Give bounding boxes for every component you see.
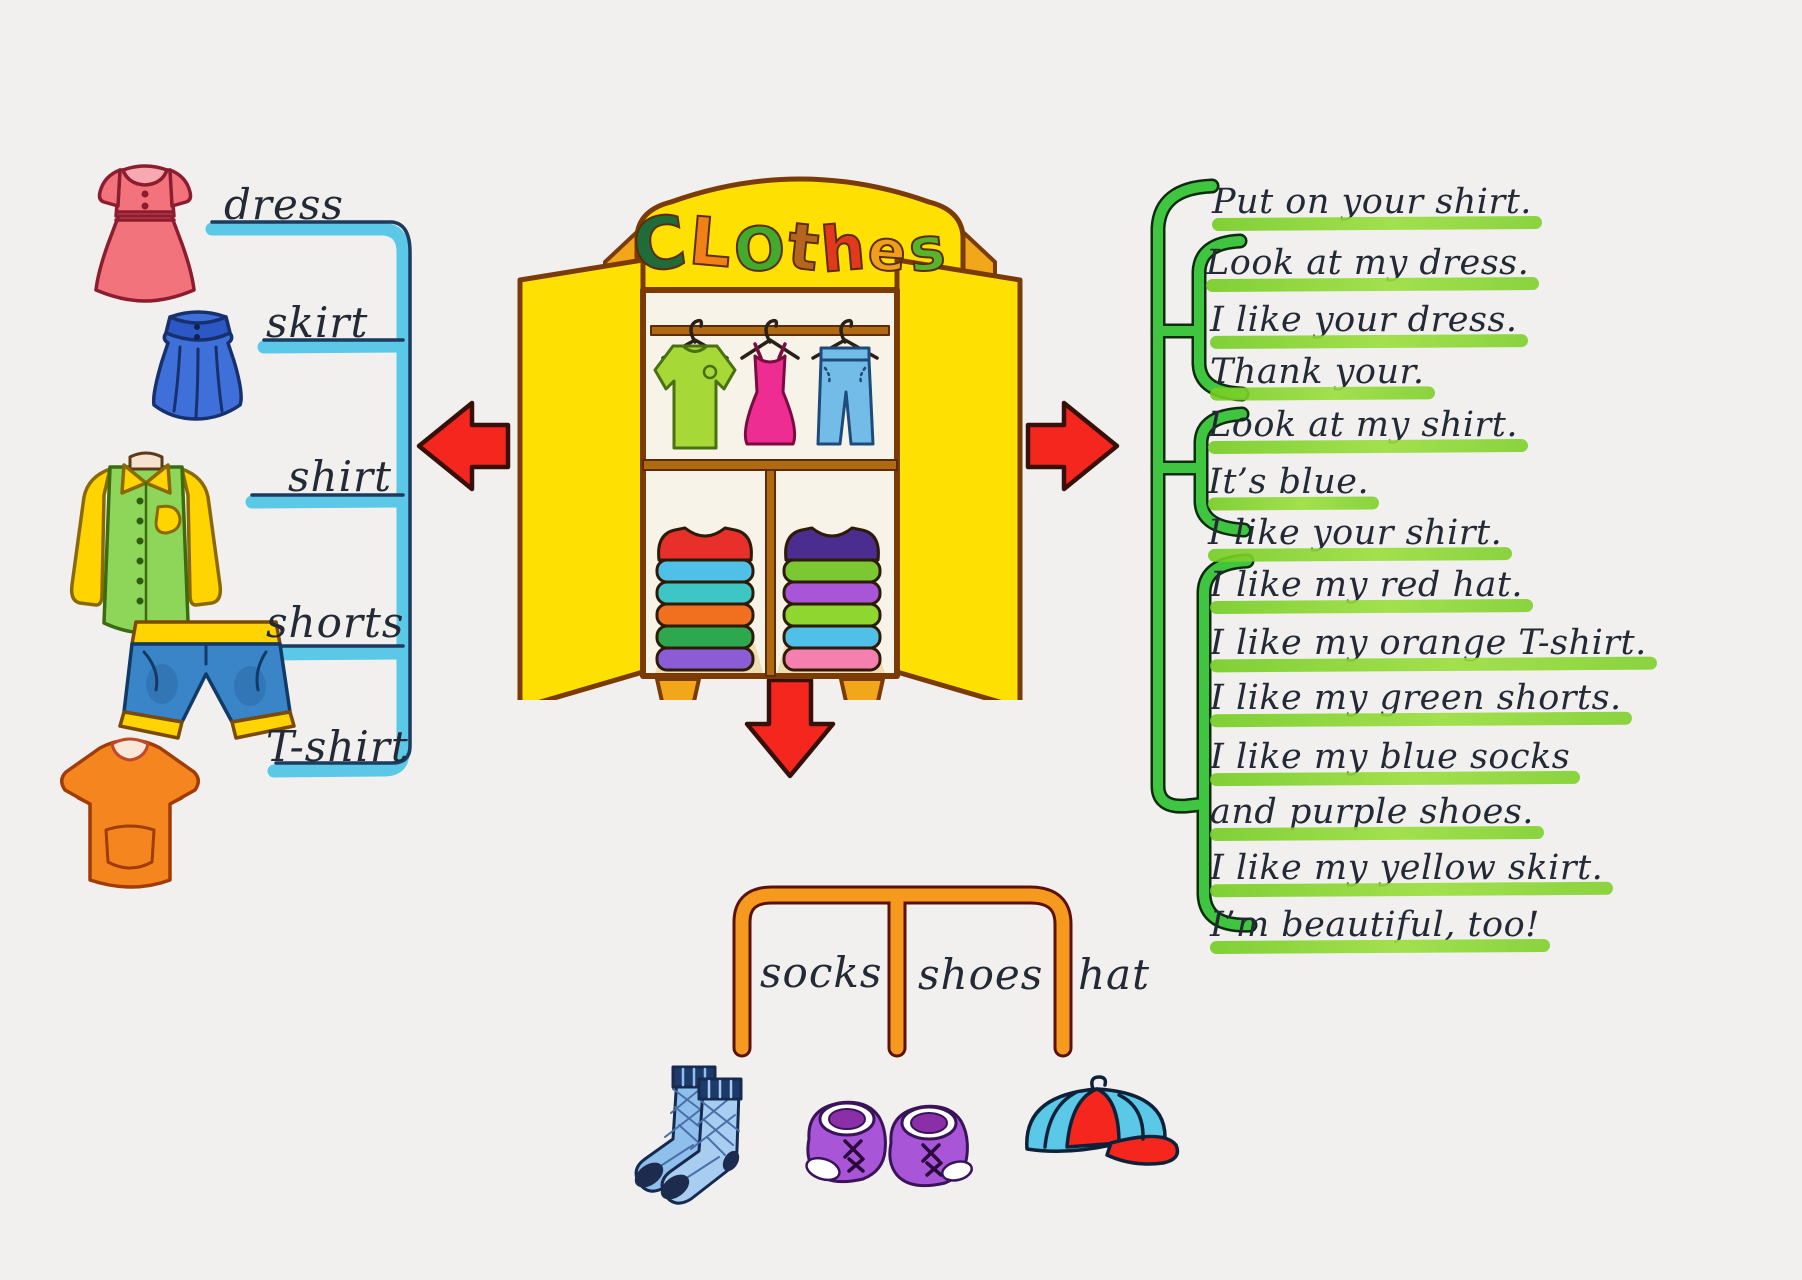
sentence-2: Look at my dress.	[1206, 243, 1529, 291]
title-letter: L	[685, 201, 736, 283]
label-tshirt: T-shirt	[266, 722, 409, 771]
label-shoes: shoes	[918, 950, 1044, 999]
shorts-icon	[118, 620, 296, 740]
label-dress: dress	[224, 180, 344, 229]
sentence-13: I like my yellow skirt.	[1210, 848, 1603, 896]
sentence-9: I like my orange T-shirt.	[1210, 623, 1647, 671]
label-skirt: skirt	[266, 298, 369, 347]
sentence-6: It’s blue.	[1208, 462, 1369, 510]
sentence-8: I like my red hat.	[1210, 565, 1523, 613]
dress-icon	[94, 164, 196, 303]
sentence-11: I like my blue socks	[1210, 737, 1570, 785]
title-letter: O	[730, 212, 788, 287]
title-letter: h	[817, 209, 869, 288]
sentence-4: Thank your.	[1210, 352, 1425, 400]
arrow-right-icon	[1025, 400, 1120, 492]
tshirt-icon	[60, 737, 200, 889]
sentence-7: I like your shirt.	[1208, 513, 1502, 561]
shoes-icon	[805, 1100, 973, 1188]
sentence-5: Look at my shirt.	[1208, 405, 1518, 453]
arrow-left-icon	[416, 400, 511, 492]
socks-icon	[634, 1065, 743, 1205]
clothes-title: C L O t h e s	[624, 190, 954, 291]
arrow-down-icon	[744, 677, 836, 779]
shirt-icon	[69, 451, 223, 635]
sentence-10: I like my green shorts.	[1210, 678, 1622, 726]
label-socks: socks	[760, 948, 883, 997]
wardrobe-illustration	[517, 176, 1023, 700]
title-letter: e	[865, 217, 909, 286]
label-hat: hat	[1078, 950, 1150, 999]
label-shorts: shorts	[266, 598, 405, 647]
bottom-bracket	[732, 885, 1073, 1058]
sentence-12: and purple shoes.	[1210, 792, 1534, 840]
skirt-icon	[151, 310, 243, 421]
sentence-1: Put on your shirt.	[1212, 182, 1532, 230]
title-letter: C	[626, 198, 692, 291]
label-shirt: shirt	[288, 452, 392, 501]
left-bracket	[205, 220, 412, 778]
title-letter: s	[905, 212, 950, 287]
hat-icon	[1025, 1075, 1180, 1166]
title-letter: t	[783, 209, 823, 288]
sentence-3: I like your dress.	[1210, 300, 1518, 348]
sentence-14: I’m beautiful, too!	[1210, 905, 1540, 953]
